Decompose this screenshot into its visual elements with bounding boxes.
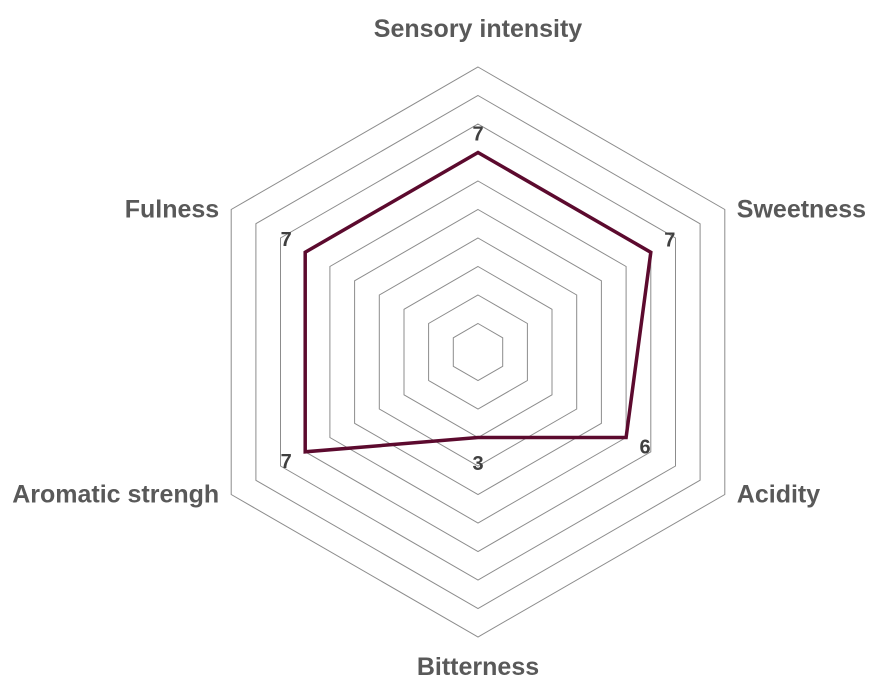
data-label-2: 6	[640, 437, 651, 459]
data-label-4: 7	[281, 451, 292, 473]
grid-ring-10	[230, 66, 726, 638]
category-label-2: Acidity	[737, 481, 820, 509]
grid-ring-6	[329, 180, 627, 524]
grid-ring-8	[280, 123, 676, 581]
grid-ring-7	[304, 151, 652, 553]
series-layer	[303, 150, 653, 454]
category-label-1: Sweetness	[737, 196, 866, 224]
grid-ring-4	[378, 237, 578, 467]
series-line-0	[303, 150, 653, 454]
data-label-1: 7	[664, 229, 675, 251]
category-label-4: Aromatic strengh	[12, 481, 219, 509]
data-labels: 7 7 6 3 7 7	[281, 124, 676, 476]
grid-ring-3	[403, 265, 553, 439]
data-label-3: 3	[472, 453, 483, 475]
category-labels: Sensory intensitySweetnessAcidityBittern…	[12, 15, 866, 681]
data-label-0: 7	[472, 124, 483, 146]
grid-ring-1	[452, 322, 504, 382]
category-label-0: Sensory intensity	[374, 15, 582, 43]
data-label-5: 7	[281, 229, 292, 251]
grid-ring-5	[354, 208, 602, 496]
category-label-3: Bitterness	[417, 653, 539, 681]
grid-ring-9	[255, 94, 701, 610]
category-label-5: Fulness	[125, 196, 219, 224]
grid-ring-2	[428, 294, 528, 410]
